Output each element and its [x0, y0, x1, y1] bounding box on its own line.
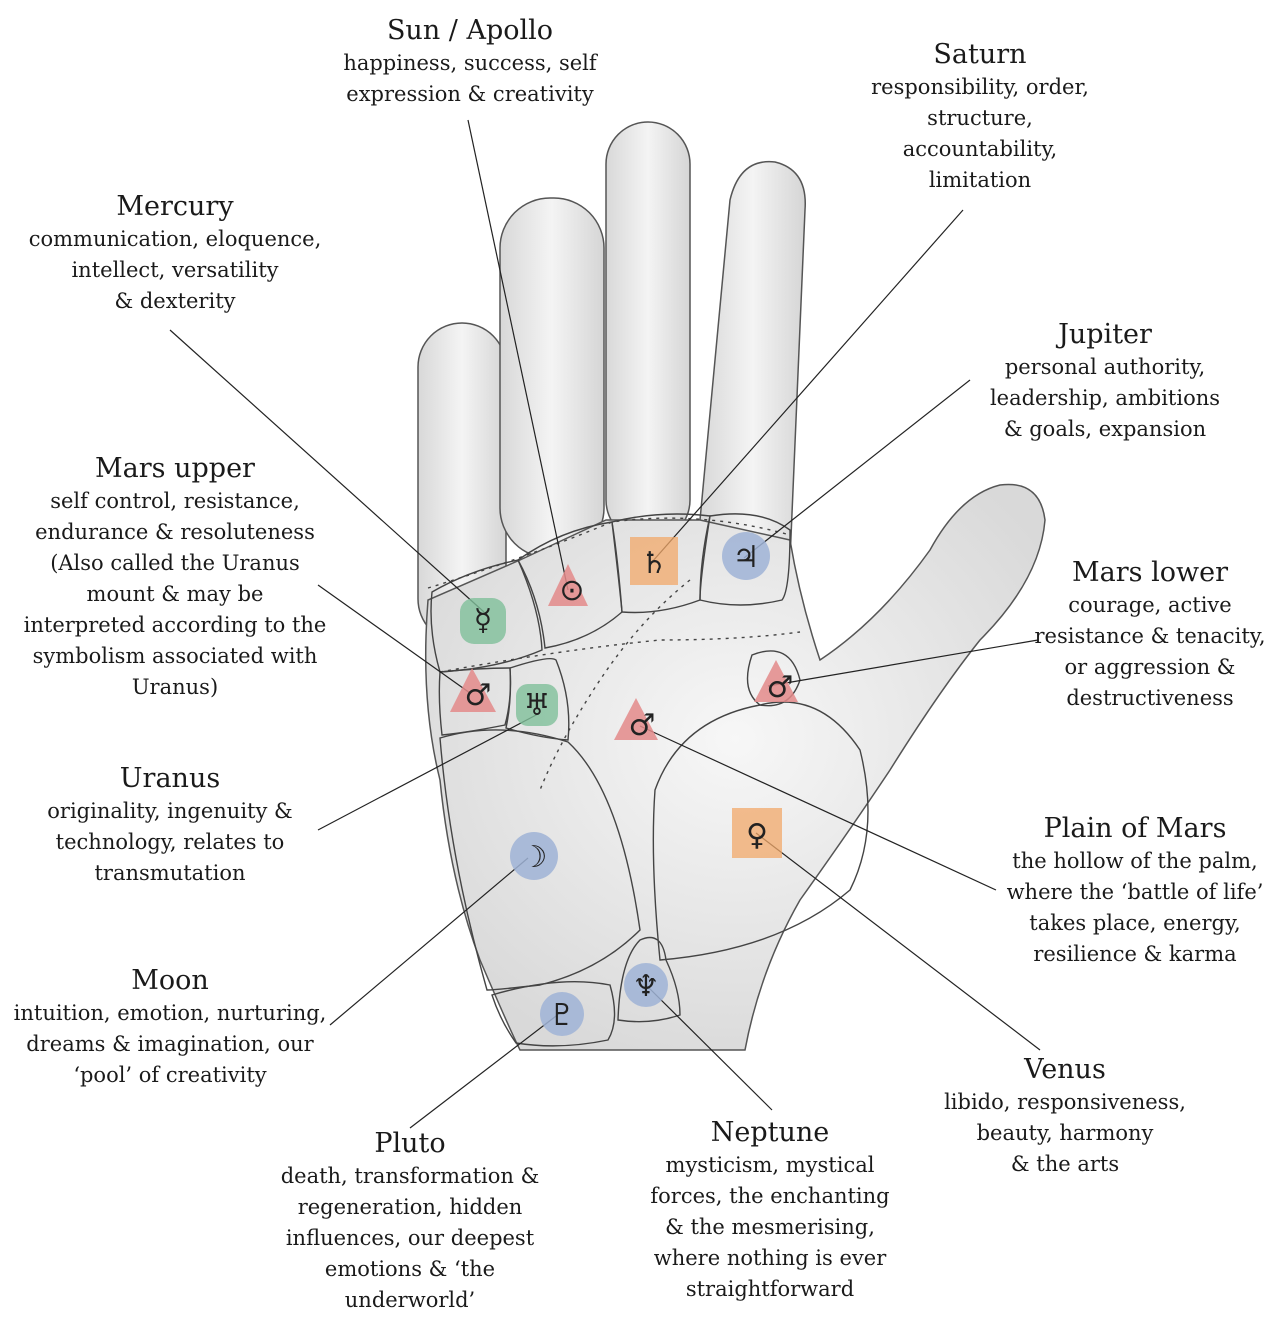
head-line	[439, 631, 801, 673]
mercury-description: communication, eloquence, intellect, ver…	[28, 227, 322, 313]
sun-symbol-icon: ⊙	[559, 573, 584, 608]
mars-upper-description: self control, resistance, endurance & re…	[23, 489, 327, 699]
jupiter-label: Jupiter personal authority, leadership, …	[960, 318, 1250, 445]
pluto-title: Pluto	[374, 1128, 446, 1159]
mars-lower-symbol-icon: ♂	[767, 670, 794, 705]
neptune-label: Neptune mysticism, mystical forces, the …	[640, 1116, 900, 1305]
moon-mount-outline	[439, 729, 641, 991]
mercury-label: Mercury communication, eloquence, intell…	[10, 190, 340, 317]
uranus-leader	[317, 713, 539, 831]
jupiter-mount-outline	[699, 513, 791, 606]
mercury-leader	[169, 329, 485, 613]
uranus-label: Uranus originality, ingenuity & technolo…	[20, 762, 320, 889]
moon-symbol-icon: ☽	[521, 840, 548, 875]
venus-mount-outline	[652, 701, 869, 961]
mars-upper-symbol-icon: ♂	[465, 678, 492, 713]
saturn-description: responsibility, order, structure, accoun…	[871, 75, 1089, 192]
venus-description: libido, responsiveness, beauty, harmony …	[944, 1090, 1186, 1176]
pluto-badge: ♇	[540, 992, 584, 1036]
life-line	[539, 579, 691, 791]
mars-lower-badge: ♂	[754, 660, 798, 705]
ring-finger	[499, 197, 605, 559]
moon-title: Moon	[131, 965, 209, 996]
jupiter-description: personal authority, leadership, ambition…	[989, 355, 1221, 441]
moon-leader	[329, 857, 529, 1026]
plain-of-mars-label: Plain of Mars the hollow of the palm, wh…	[1000, 812, 1270, 970]
mars-lower-title: Mars lower	[1072, 557, 1228, 588]
hand-outline	[417, 121, 1046, 1051]
mercury-mount-outline	[430, 559, 543, 673]
saturn-leader	[651, 209, 964, 563]
saturn-label: Saturn responsibility, order, structure,…	[840, 38, 1120, 196]
saturn-symbol-icon: ♄	[641, 546, 668, 581]
sun-apollo-title: Sun / Apollo	[386, 15, 554, 46]
mars-upper-badge: ♂	[450, 668, 496, 713]
uranus-badge: ♅	[516, 684, 558, 726]
saturn-title: Saturn	[933, 39, 1027, 70]
mars-lower-label: Mars lower courage, active resistance & …	[1030, 556, 1270, 714]
venus-leader	[755, 832, 1041, 1051]
sun-apollo-description: happiness, success, self expression & cr…	[343, 51, 597, 106]
saturn-badge: ♄	[630, 537, 678, 585]
neptune-description: mysticism, mystical forces, the enchanti…	[650, 1153, 890, 1301]
neptune-leader	[645, 984, 773, 1111]
jupiter-leader	[743, 379, 971, 559]
mars-upper-leader	[317, 584, 471, 694]
venus-badge: ♀	[732, 808, 782, 858]
moon-label: Moon intuition, emotion, nurturing, drea…	[0, 964, 340, 1091]
uranus-title: Uranus	[119, 763, 221, 794]
neptune-badge: ♆	[624, 963, 668, 1007]
moon-badge: ☽	[510, 832, 558, 880]
plain-of-mars-title: Plain of Mars	[1043, 813, 1227, 844]
uranus-symbol-icon: ♅	[524, 688, 551, 723]
pluto-description: death, transformation & regeneration, hi…	[280, 1164, 540, 1312]
venus-symbol-icon: ♀	[746, 818, 768, 853]
pluto-label: Pluto death, transformation & regenerati…	[265, 1127, 555, 1316]
leader-lines	[169, 119, 1041, 1129]
mercury-badge: ☿	[460, 598, 506, 644]
mars-upper-title: Mars upper	[95, 453, 255, 484]
sun-apollo-label: Sun / Apollo happiness, success, self ex…	[300, 14, 640, 110]
mount-regions	[427, 513, 869, 1047]
venus-label: Venus libido, responsiveness, beauty, ha…	[930, 1053, 1200, 1180]
neptune-title: Neptune	[710, 1117, 830, 1148]
sun-leader	[467, 119, 569, 591]
palm	[424, 483, 1046, 1051]
jupiter-title: Jupiter	[1058, 319, 1152, 350]
jupiter-symbol-icon: ♃	[733, 540, 760, 575]
pluto-mount-outline	[491, 980, 616, 1047]
middle-finger	[605, 121, 691, 543]
pluto-symbol-icon: ♇	[549, 998, 576, 1033]
mars-upper-mount-outline	[438, 667, 512, 736]
plain-of-mars-badge: ♂	[614, 698, 658, 743]
plain-of-mars-description: the hollow of the palm, where the ‘battl…	[1006, 849, 1264, 966]
planet-badges: ☿ ⊙ ♄ ♃ ♂ ♅ ♂ ♂	[450, 532, 798, 1036]
plain-of-mars-leader	[639, 725, 997, 891]
moon-description: intuition, emotion, nurturing, dreams & …	[13, 1001, 327, 1087]
mars-upper-label: Mars upper self control, resistance, end…	[10, 452, 340, 703]
mars-lower-description: courage, active resistance & tenacity, o…	[1034, 593, 1266, 710]
plain-of-mars-symbol-icon: ♂	[629, 708, 656, 743]
neptune-mount-outline	[617, 936, 681, 1023]
neptune-symbol-icon: ♆	[633, 969, 660, 1004]
sun-badge: ⊙	[548, 564, 588, 608]
pluto-leader	[409, 1012, 561, 1129]
venus-title: Venus	[1024, 1054, 1106, 1085]
mercury-symbol-icon: ☿	[474, 603, 492, 638]
uranus-mount-outline	[505, 657, 570, 741]
mercury-title: Mercury	[116, 191, 234, 222]
jupiter-badge: ♃	[722, 532, 770, 580]
index-finger	[699, 160, 806, 562]
uranus-description: originality, ingenuity & technology, rel…	[47, 799, 293, 885]
mars-lower-leader	[767, 639, 1039, 687]
